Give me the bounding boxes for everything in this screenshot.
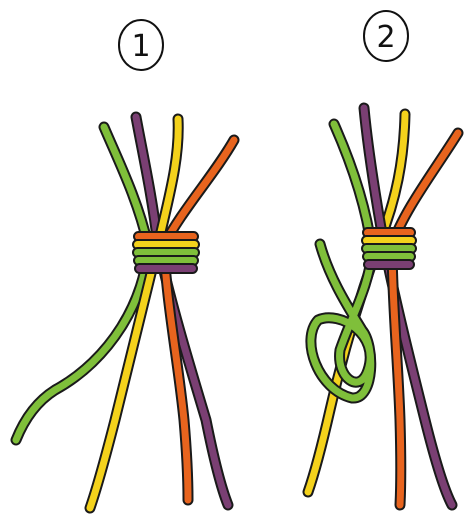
step-1-wrap-coils	[133, 232, 199, 273]
step-1-strand-green	[16, 127, 148, 440]
step-2-wrap-coils	[362, 228, 416, 269]
step-2-number-badge: 2	[364, 11, 408, 61]
step-1-number: 1	[131, 29, 150, 64]
step-2-illustration: 2	[308, 11, 458, 505]
step-2-number: 2	[376, 20, 395, 55]
step-2-strand-green-loop	[311, 124, 372, 398]
step-1-number-badge: 1	[119, 20, 163, 70]
step-1-illustration: 1	[16, 20, 234, 508]
